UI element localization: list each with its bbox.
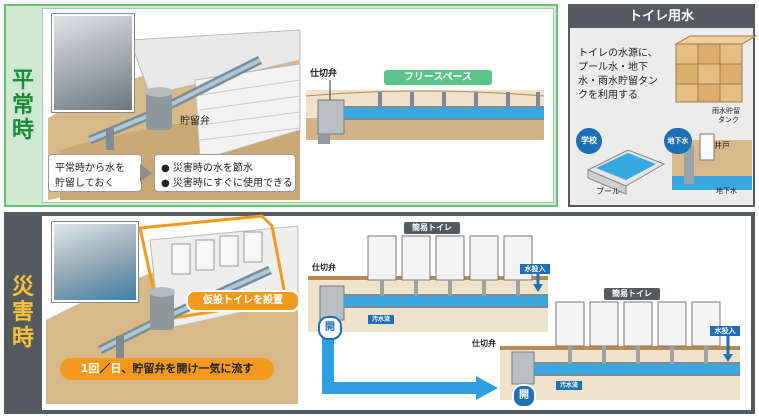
instruction-part-3: 日 bbox=[110, 362, 122, 375]
open-valve-badge-2: 開 bbox=[512, 384, 536, 408]
free-space-badge: フリースペース bbox=[384, 70, 492, 85]
open-valve-badge-1: 開 bbox=[318, 316, 342, 340]
toilet-water-text-2: プール水・地下 bbox=[578, 62, 648, 73]
normal-bullet-2: ● 災害時にすぐに使用できる bbox=[161, 178, 293, 189]
groundwater-badge: 地下水 bbox=[664, 128, 692, 154]
instruction-part-2: ／ bbox=[99, 362, 111, 375]
disaster-time-label: 災害時 bbox=[11, 275, 34, 351]
normal-valve-label: 貯留弁 bbox=[180, 116, 210, 127]
instruction-part-4: 、貯留弁を開け一気に流す bbox=[121, 362, 254, 375]
rain-tank-label-1: 雨水貯留 bbox=[712, 107, 740, 115]
normal-caption-box: 平常時から水を 貯留しておく bbox=[48, 154, 142, 192]
groundwater-label: 地下水 bbox=[716, 187, 737, 195]
instruction-part-1: 1回 bbox=[80, 362, 100, 375]
well-label: 井戸 bbox=[714, 141, 730, 150]
normal-photo bbox=[52, 14, 134, 112]
school-badge: 学校 bbox=[576, 128, 602, 154]
simple-toilet-label-2: 簡易トイレ bbox=[604, 288, 660, 300]
normal-bullet-1: ● 災害時の水を節水 bbox=[161, 163, 253, 174]
water-input-label-2: 水投入 bbox=[710, 326, 740, 336]
normal-partition-valve-label: 仕切弁 bbox=[310, 69, 338, 79]
normal-caption-line-1: 平常時から水を bbox=[55, 163, 125, 174]
toilet-water-text-3: 水・雨水貯留タン bbox=[578, 76, 658, 87]
pool-label: プール bbox=[596, 187, 620, 196]
disaster-partition-valve-label-1: 仕切弁 bbox=[312, 263, 336, 272]
water-input-label-1: 水投入 bbox=[520, 264, 550, 274]
toilet-water-text-4: クを利用する bbox=[578, 90, 638, 101]
disaster-instruction: 1回／日、貯留弁を開け一気に流す bbox=[60, 358, 274, 380]
normal-arrow-icon bbox=[140, 164, 152, 182]
toilet-water-text-1: トイレの水源に、 bbox=[578, 48, 658, 59]
toilet-water-title: トイレ用水 bbox=[570, 6, 753, 28]
disaster-partition-valve-label-2: 仕切弁 bbox=[472, 339, 496, 348]
sewage-flow-label-1: 汚水流 bbox=[368, 315, 394, 324]
normal-time-label: 平常時 bbox=[11, 67, 34, 144]
normal-caption-line-2: 貯留しておく bbox=[55, 178, 115, 189]
temporary-toilet-badge: 仮設トイレを設置 bbox=[186, 290, 300, 312]
normal-bullets-box: ● 災害時の水を節水 ● 災害時にすぐに使用できる bbox=[154, 154, 296, 192]
simple-toilet-label-1: 簡易トイレ bbox=[404, 222, 460, 234]
disaster-photo bbox=[52, 222, 138, 302]
rain-tank-label-2: タンク bbox=[718, 116, 739, 124]
sewage-flow-label-2: 汚水流 bbox=[556, 381, 582, 390]
